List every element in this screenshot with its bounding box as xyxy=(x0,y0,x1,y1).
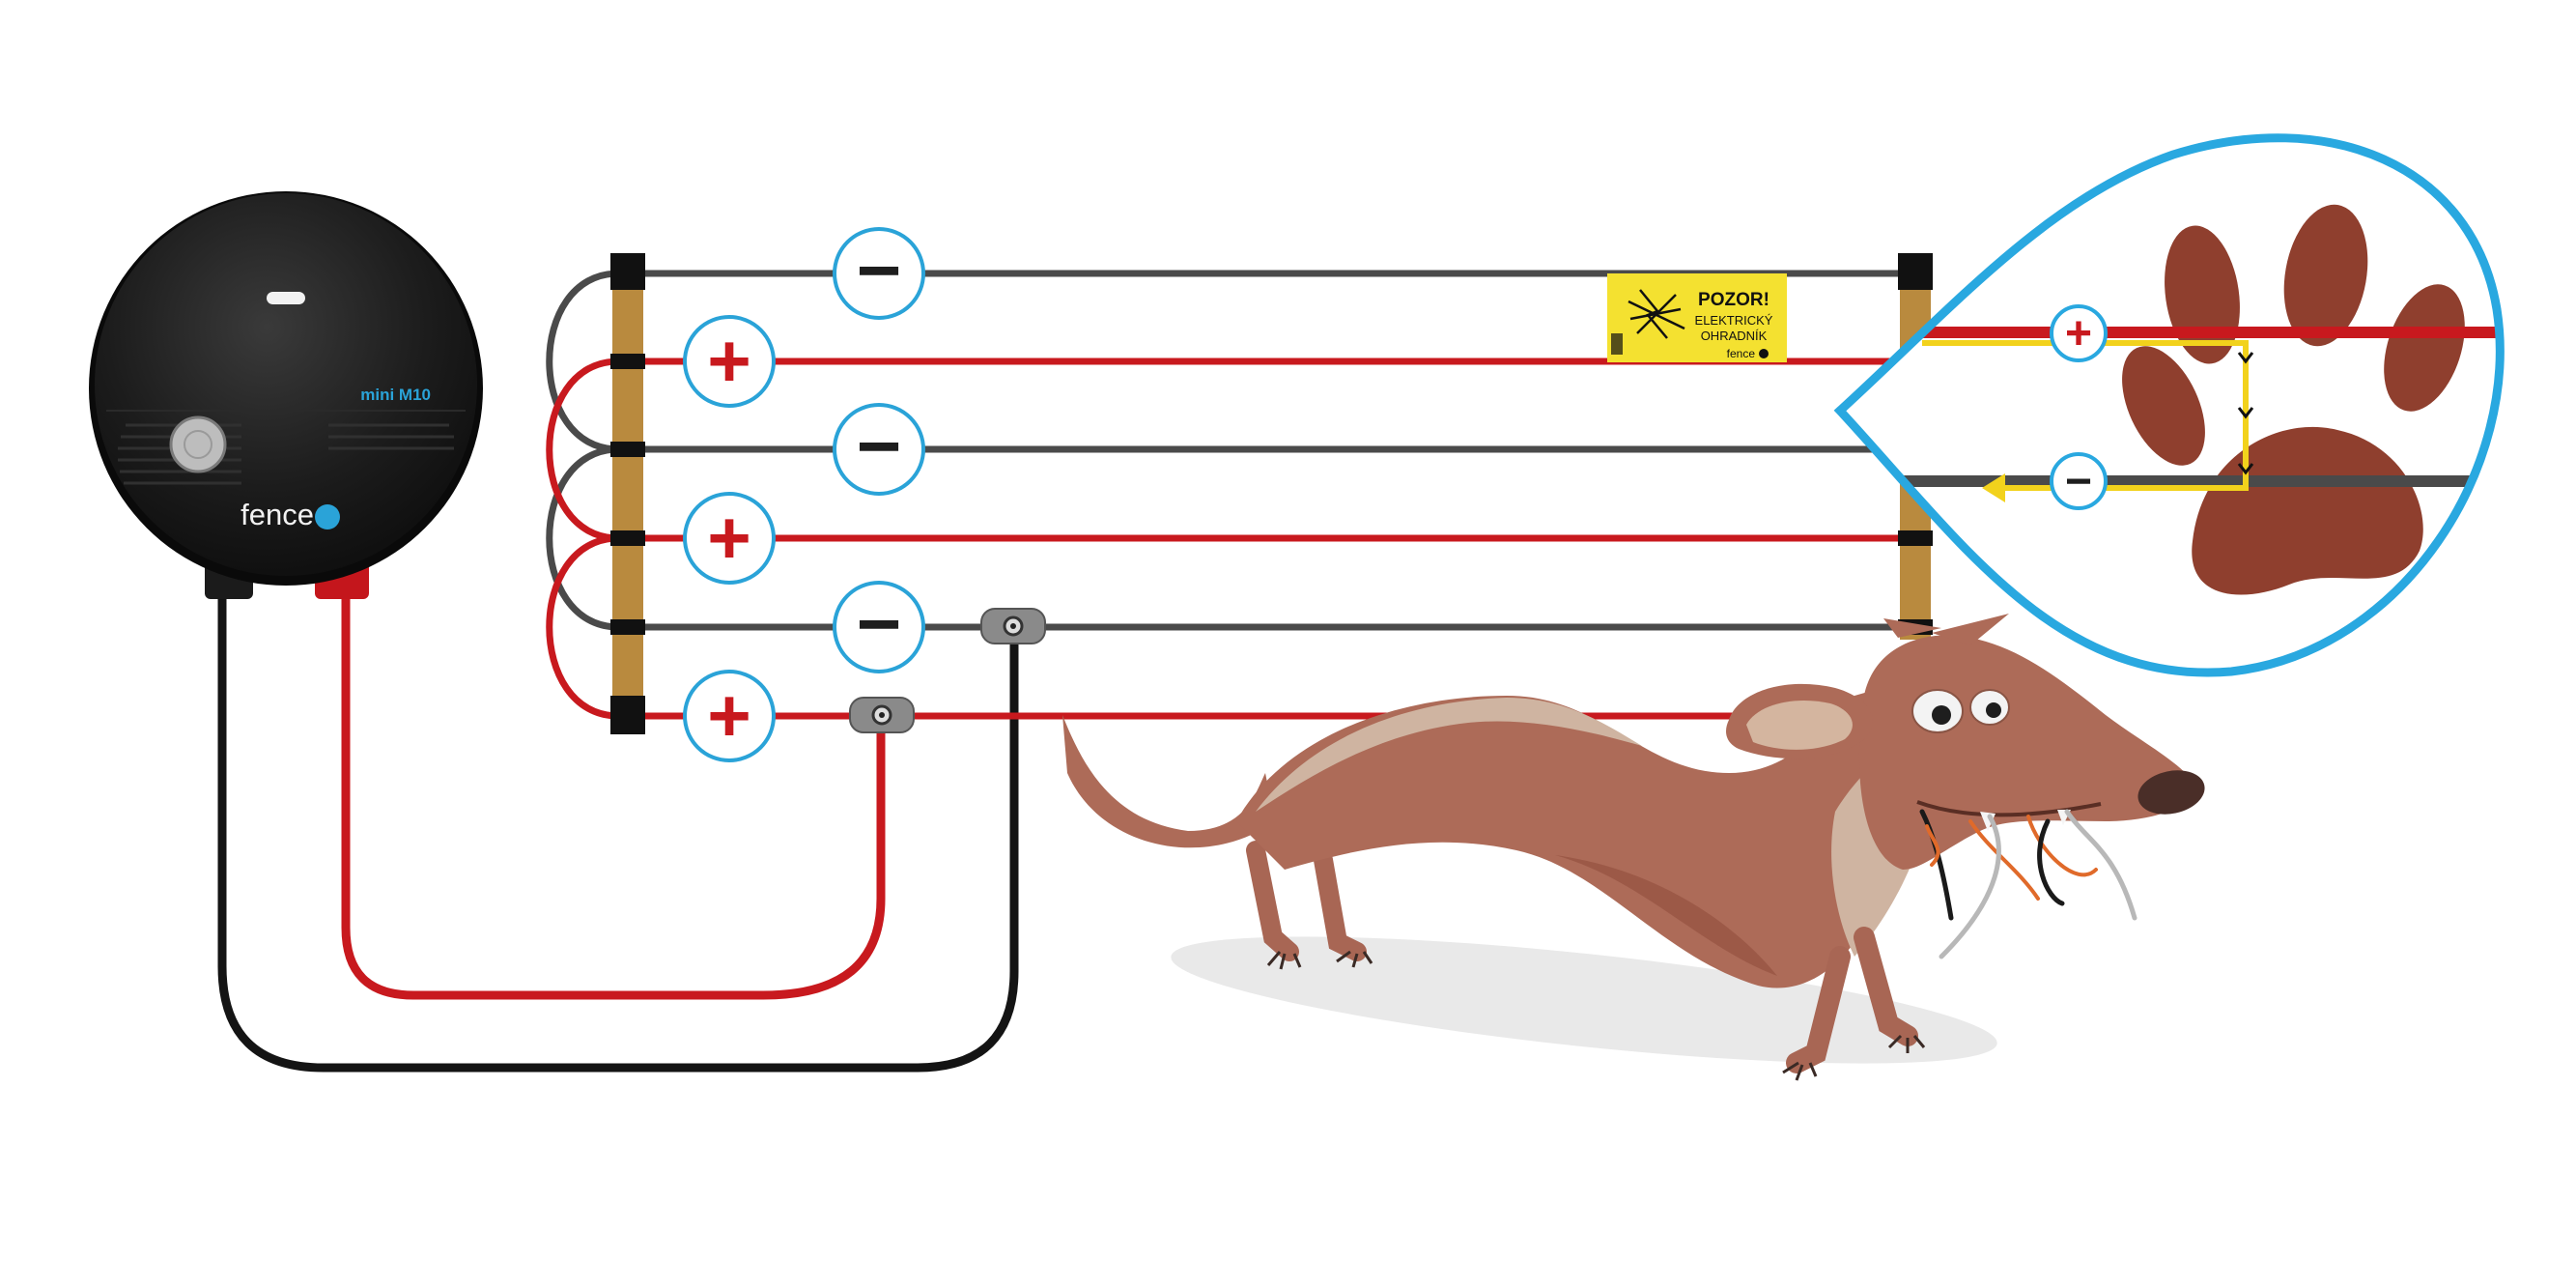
minus-icon: − xyxy=(833,581,925,673)
wire-connector-positive xyxy=(849,697,915,733)
warning-sign-brand-dot xyxy=(1759,349,1769,358)
power-button xyxy=(169,415,227,473)
warning-sign-title: POZOR! xyxy=(1698,290,1769,310)
wire-connector-negative xyxy=(980,608,1046,644)
minus-icon: − xyxy=(833,227,925,320)
weasel-shadow xyxy=(1171,936,1997,1064)
warning-sign-brand: fence xyxy=(1727,347,1756,360)
negative-loop-2 xyxy=(546,445,619,631)
negative-loop-1 xyxy=(546,270,619,453)
insulator-right-1 xyxy=(1898,266,1933,281)
positive-loop-2 xyxy=(546,534,619,720)
weasel-head xyxy=(1858,635,2197,870)
zoom-polarity-symbol-2: − xyxy=(2065,456,2092,507)
zoom-positive-wire xyxy=(1840,327,2501,338)
insulator-left-3 xyxy=(610,442,645,457)
weasel-tail xyxy=(1062,715,1275,848)
insulator-left-6 xyxy=(610,708,645,724)
weasel-body xyxy=(1236,676,1922,988)
zoom-detail-bubble: +− xyxy=(1833,133,2505,677)
warning-sign: POZOR! ELEKTRICKÝ OHRADNÍK fence xyxy=(1607,273,1787,362)
zoom-bubble-outline xyxy=(1833,133,2505,677)
plus-icon: + xyxy=(683,315,776,408)
polarity-symbols: − + − + − + xyxy=(683,227,925,762)
polarity-symbol-4: + xyxy=(707,495,751,580)
positive-loop-1 xyxy=(546,358,619,542)
polarity-symbol-5: − xyxy=(857,581,902,667)
lightning-warning-icon xyxy=(1628,289,1685,339)
polarity-symbol-1: − xyxy=(857,227,902,313)
energizer-model-label: mini M10 xyxy=(360,386,431,404)
positive-lead-wire xyxy=(341,585,886,1000)
ground-lead-wire xyxy=(217,585,1019,1073)
status-led xyxy=(267,292,305,304)
plus-icon: + xyxy=(683,670,776,762)
weasel-illustration xyxy=(1062,614,2205,1081)
polarity-symbol-6: + xyxy=(707,673,751,758)
zoom-minus-icon: − xyxy=(2050,452,2108,510)
zoom-plus-icon: + xyxy=(2050,304,2108,362)
current-chevrons xyxy=(2237,352,2254,475)
warning-sign-line2: OHRADNÍK xyxy=(1701,329,1768,343)
insulator-left-4 xyxy=(610,530,645,546)
insulator-left-5 xyxy=(610,619,645,635)
energizer-brand-logo: fence xyxy=(241,498,314,531)
left-wire-loops xyxy=(546,270,619,720)
zoom-polarity-symbol-1: + xyxy=(2065,308,2092,359)
insulator-right-4 xyxy=(1898,530,1933,546)
warning-sign-line1: ELEKTRICKÝ xyxy=(1695,313,1773,328)
fence-post-left xyxy=(610,253,645,734)
insulator-left-2 xyxy=(610,354,645,369)
current-arrow-icon xyxy=(1982,473,2005,502)
polarity-symbol-3: − xyxy=(857,403,902,489)
plus-icon: + xyxy=(683,492,776,585)
lead-wires xyxy=(217,585,1019,1073)
insulator-left-1 xyxy=(610,266,645,281)
energizer: mini M10 fence xyxy=(89,191,483,599)
energizer-brand-mark xyxy=(315,504,340,530)
weasel-nose xyxy=(2137,770,2205,815)
chewed-wires xyxy=(1919,809,2137,959)
polarity-symbol-2: + xyxy=(707,318,751,403)
minus-icon: − xyxy=(833,403,925,496)
